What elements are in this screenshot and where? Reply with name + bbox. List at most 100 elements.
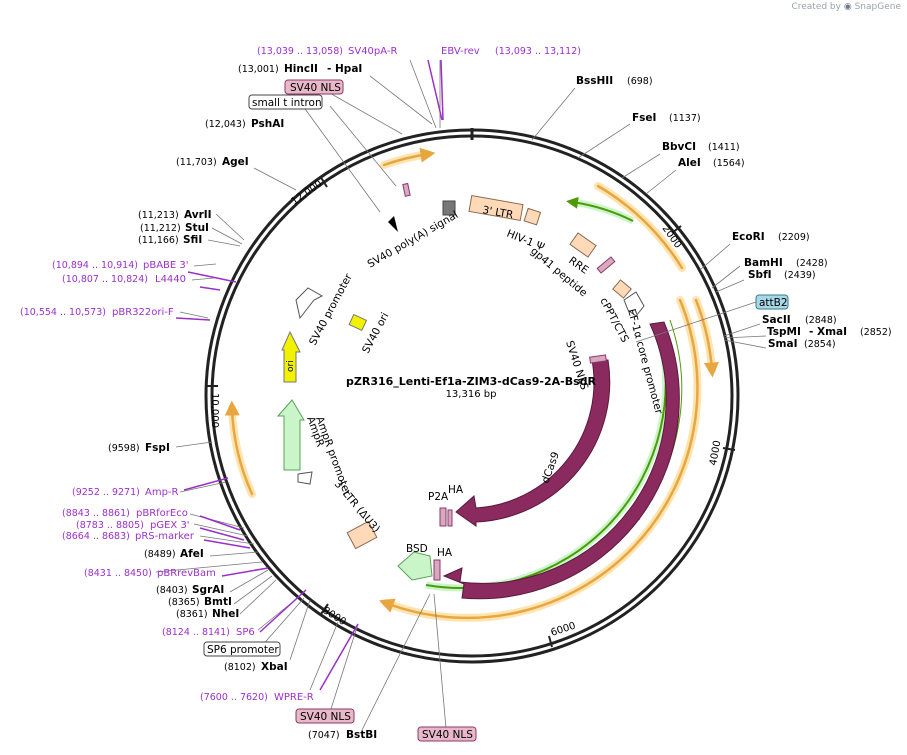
site-fsei: FseI (632, 112, 656, 124)
site-tspmi-pos: (2852) (860, 327, 892, 338)
site-avrii: AvrII (184, 209, 212, 221)
site-sfii-pos: (11,166) (138, 235, 179, 246)
site-fspi: FspI (145, 442, 170, 454)
site-sbfi: SbfI (748, 269, 772, 281)
gp41-box (596, 256, 616, 274)
primer-pgex3: pGEX 3' (150, 520, 190, 531)
ha-label-2: HA (437, 547, 453, 559)
primer-pbr322ori-f-pos: (10,554 .. 10,573) (20, 307, 106, 318)
ha-box-1 (447, 509, 453, 527)
primer-pbrforeco-pos: (8843 .. 8861) (62, 508, 130, 519)
site-ecori-pos: (2209) (778, 232, 810, 243)
nls-inner-box (589, 354, 607, 364)
site-bsshii: BssHII (576, 75, 613, 87)
site-tspmi: TspMI (767, 326, 801, 338)
site-bsshii-pos: (698) (627, 76, 653, 87)
sp6-promoter-text: SP6 promoter (207, 644, 279, 656)
attb2-tag (755, 294, 789, 310)
snapgene-credit: Created by ◉ SnapGene (791, 2, 901, 12)
primer-pbr322ori-f: pBR322ori-F (112, 307, 174, 318)
cas9-arc (442, 321, 680, 600)
primer-l4440: L4440 (155, 274, 186, 285)
site-smai: SmaI (768, 338, 798, 350)
site-bstbi: BstBI (346, 729, 377, 741)
bsd-arrow (397, 551, 433, 581)
ltr3-box (468, 195, 524, 221)
tick-4000 (722, 447, 736, 451)
plasmid-size: 13,316 bp (446, 389, 497, 400)
site-bamhi-pos: (2428) (796, 258, 828, 269)
sv40-nls-bottom2-text: SV40 NLS (422, 729, 473, 741)
sv40-polya-label: SV40 poly(A) signal (366, 209, 461, 271)
site-stui: StuI (185, 222, 209, 234)
primer-wpre-r: WPRE-R (274, 692, 314, 703)
primer-prs-marker-pos: (8664 .. 8683) (62, 531, 130, 542)
tick-label-10000: 10,000 (209, 393, 220, 428)
tick-12000 (319, 175, 328, 188)
site-sacii: SacII (762, 314, 791, 326)
site-nhei: NheI (212, 608, 239, 620)
site-alei: AleI (678, 157, 701, 169)
orange-orf-arcs (224, 147, 719, 622)
p2a-label: P2A (428, 491, 449, 503)
site-sbfi-pos: (2439) (784, 270, 816, 281)
tick-6000 (548, 635, 553, 648)
sv40-nls-top-tag (284, 79, 344, 95)
plasmid-name: pZR316_Lenti-Ef1a-ZIM3-dCas9-2A-BsdR (346, 375, 597, 388)
small-t-marker (388, 216, 398, 232)
tick-8000 (320, 603, 329, 615)
primer-sp6: SP6 (236, 627, 255, 638)
primer-ebv-rev: EBV-rev (441, 46, 480, 57)
site-leaders-right (531, 87, 767, 349)
sv40-nls-bottom1-tag (295, 708, 355, 724)
credit-brand: SnapGene (854, 2, 901, 12)
site-sacii-pos: (2848) (805, 315, 837, 326)
primer-pbrforeco: pBRforEco (136, 508, 188, 519)
site-ecori: EcoRI (732, 231, 765, 243)
ori-arrow (281, 330, 301, 383)
site-smai-pos: (2854) (804, 339, 836, 350)
dcas9-arc (455, 359, 611, 527)
site-sgrai-pos: (8403) (156, 585, 188, 596)
site-bmti-pos: (8365) (168, 597, 200, 608)
primer-wpre-r-pos: (7600 .. 7620) (200, 692, 268, 703)
site-bbvci: BbvCI (662, 141, 696, 153)
sv40-nls-top-text: SV40 NLS (290, 82, 341, 94)
primer-amp-r: Amp-R (145, 487, 179, 498)
sv40-promoter-arrow (295, 287, 324, 320)
site-hpai: - HpaI (327, 63, 362, 75)
site-bmti: BmtI (204, 596, 232, 608)
bsd-label: BSD (406, 543, 428, 555)
sv40-ori-label: SV40 ori (360, 311, 391, 356)
site-stui-pos: (11,212) (140, 223, 181, 234)
ha-box-2 (433, 559, 441, 581)
ha-label-1: HA (448, 484, 464, 496)
small-t-intron-text: small t intron (252, 97, 322, 109)
polya-box (442, 200, 456, 216)
p2a-box (439, 507, 447, 527)
sv40-nls-bottom2-tag (417, 726, 477, 742)
site-afei-pos: (8489) (144, 549, 176, 560)
site-afei: AfeI (180, 548, 204, 560)
tick-2000 (671, 225, 682, 234)
sv40-nls-bottom1-text: SV40 NLS (300, 711, 351, 723)
site-alei-pos: (1564) (713, 158, 745, 169)
primer-sv40pa-r-pos: (13,039 .. 13,058) (257, 46, 343, 57)
site-avrii-pos: (11,213) (138, 210, 179, 221)
primer-pbabe3-pos: (10,894 .. 10,914) (52, 260, 138, 271)
primer-pbrrevbam: pBRrevBam (157, 568, 216, 579)
ampr-arrow (276, 399, 305, 471)
credit-prefix: Created by (791, 2, 841, 12)
primer-sp6-pos: (8124 .. 8141) (162, 627, 230, 638)
ef1a-arrow (623, 291, 645, 317)
ampr-promoter-arrow (297, 471, 313, 485)
attb2-text: attB2 (759, 297, 788, 309)
sv40-ori-box (348, 313, 368, 332)
primer-pbrrevbam-pos: (8431 .. 8450) (84, 568, 152, 579)
site-fsei-pos: (1137) (669, 113, 701, 124)
site-hincii: HincII (284, 63, 318, 75)
site-agei-pos: (11,703) (176, 157, 217, 168)
ltr-du3-box (346, 520, 378, 550)
primer-sv40pa-r: SV40pA-R (348, 46, 397, 57)
psi-box (523, 207, 542, 226)
